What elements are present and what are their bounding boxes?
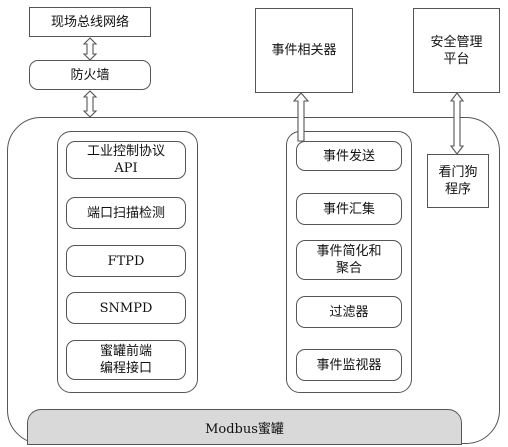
- right-module-event-monitor: 事件监视器: [296, 349, 402, 381]
- arrow-watchdog-platform: [449, 92, 465, 155]
- watchdog-box: 看门狗 程序: [427, 154, 489, 208]
- left-module-frontend-api: 蜜罐前端 编程接口: [66, 340, 186, 380]
- arrow-fieldbus-firewall: [82, 37, 98, 61]
- right-module-event-simplify: 事件简化和 聚合: [296, 240, 402, 280]
- right-module-event-collect: 事件汇集: [296, 193, 402, 225]
- left-module-snmpd: SNMPD: [66, 292, 186, 324]
- modbus-honeypot-base: Modbus蜜罐: [27, 409, 462, 445]
- right-module-event-send: 事件发送: [296, 141, 402, 171]
- left-module-protocol-api: 工业控制协议 API: [66, 141, 186, 179]
- fieldbus-network-box: 现场总线网络: [29, 7, 151, 37]
- arrow-event-send-correlator: [292, 92, 310, 142]
- arrow-firewall-container: [82, 90, 98, 118]
- security-platform-box: 安全管理 平台: [413, 8, 500, 93]
- left-module-ftpd: FTPD: [66, 245, 186, 277]
- left-module-port-scan: 端口扫描检测: [66, 197, 186, 229]
- right-module-filter: 过滤器: [296, 296, 402, 328]
- event-correlator-box: 事件相关器: [255, 8, 353, 93]
- firewall-box: 防火墙: [29, 60, 151, 90]
